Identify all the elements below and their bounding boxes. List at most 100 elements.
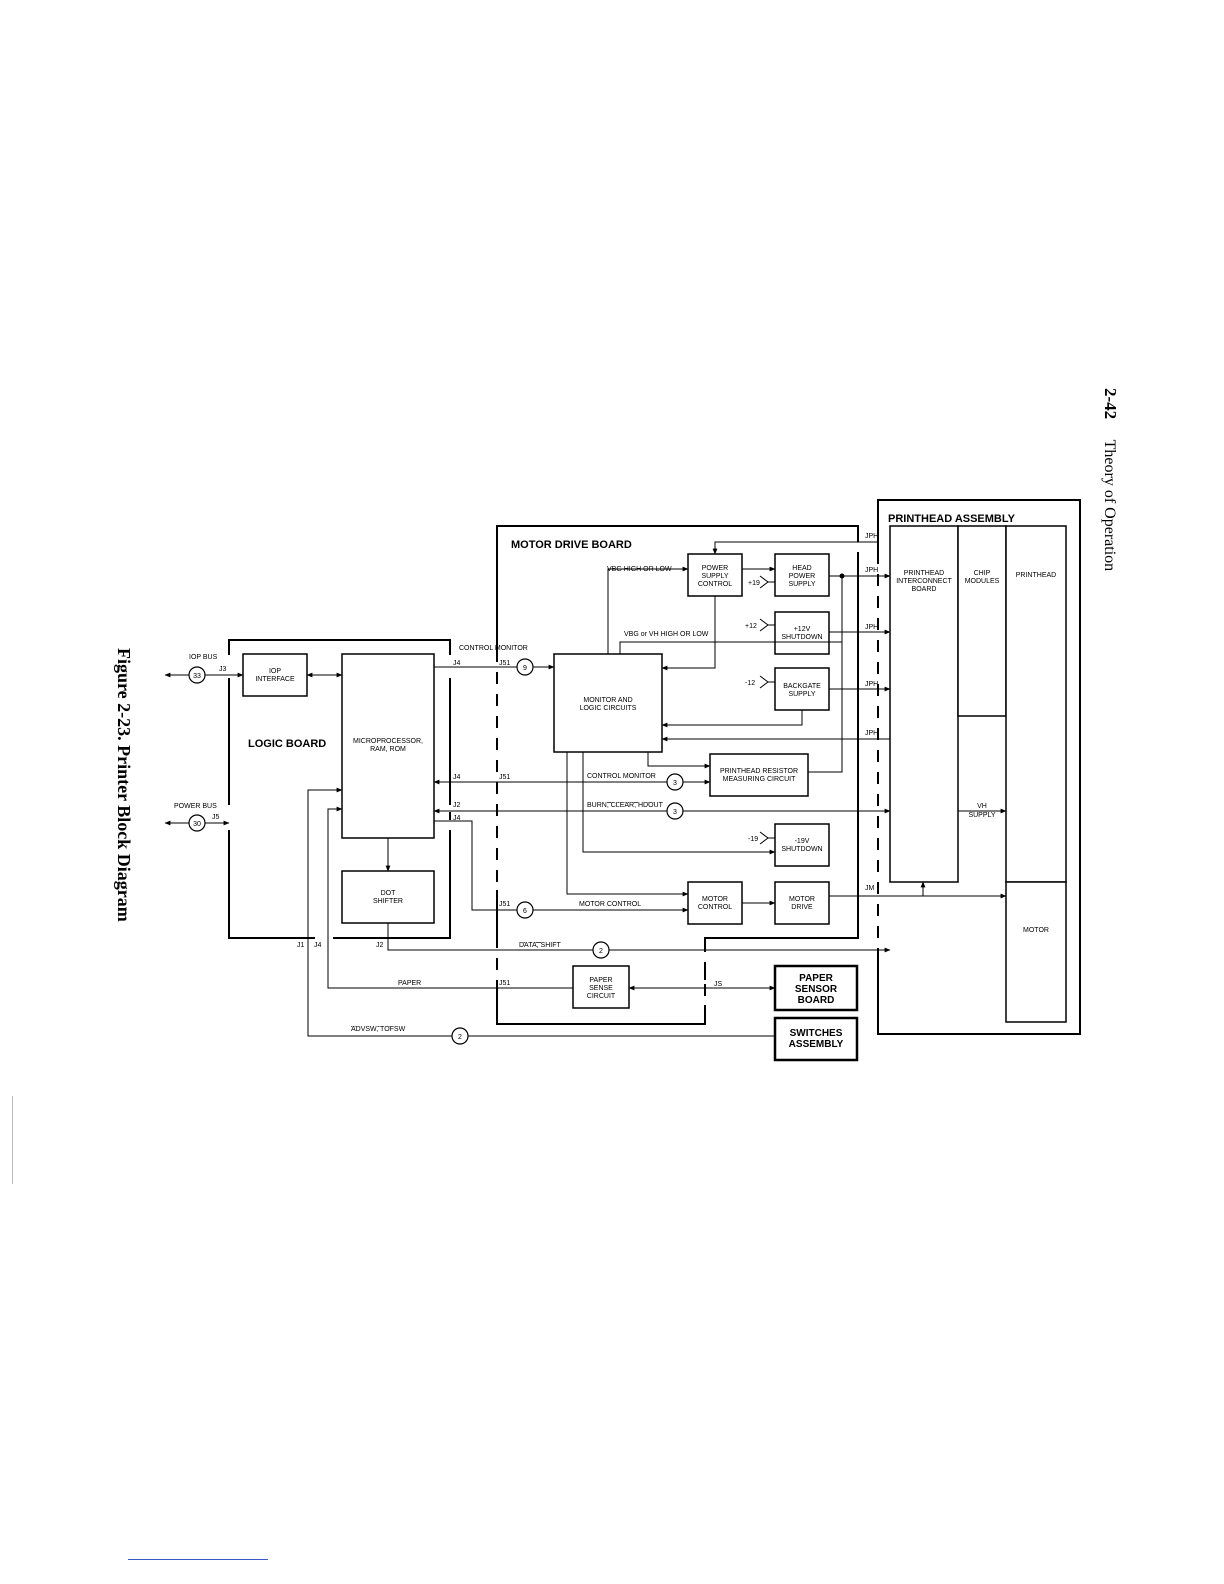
resistor-bus-count: 3	[673, 780, 677, 787]
regulator-symbols	[759, 575, 769, 845]
motor-drive-block	[774, 881, 830, 925]
vbg-vh-high-low-label: VBG or VH HIGH OR LOW	[624, 631, 709, 638]
switches-assembly-block	[773, 1016, 859, 1062]
power-bus-label: POWER BUS	[174, 803, 217, 810]
iop-interface-block	[242, 653, 308, 697]
burn-clear-hdout-label: BURN, CLEAR, HDOUT	[587, 802, 664, 809]
printhead-block	[1005, 525, 1067, 883]
control-monitor-count: 9	[523, 665, 527, 672]
burn-bus-count: 3	[673, 809, 677, 816]
printhead-assembly-outline	[877, 499, 1081, 1035]
j51-paper-label: J51	[499, 980, 510, 987]
backgate-supply-block	[774, 667, 830, 711]
j3-label: J3	[219, 666, 227, 673]
j2-mid-label: J2	[453, 802, 461, 809]
switches-bus-count: 2	[458, 1034, 462, 1041]
control-monitor-label: CONTROL MONITOR	[459, 645, 528, 652]
j4-top-label: J4	[453, 660, 461, 667]
signal-lines	[164, 541, 1007, 1037]
motor-label: MOTOR	[1023, 927, 1049, 934]
minus12-label: -12	[745, 680, 755, 687]
js-label: JS	[714, 981, 723, 988]
j51-motor-label: J51	[499, 901, 510, 908]
j1-label: J1	[297, 942, 305, 949]
plus19-label: +19	[748, 580, 760, 587]
j51-top-label: J51	[499, 660, 510, 667]
head-power-supply-block	[774, 553, 830, 597]
junction-dot	[839, 573, 845, 579]
data-shift-label: DATA, SHIFT	[519, 942, 561, 949]
resistor-bus-circle	[666, 773, 684, 791]
power-bus-circle	[188, 814, 206, 832]
motor-drive-board-label: MOTOR DRIVE BOARD	[511, 539, 632, 551]
connector-dashes	[449, 530, 879, 1000]
printhead-resistor-block	[709, 753, 809, 797]
iop-bus-count: 33	[193, 673, 201, 680]
microprocessor-block	[341, 653, 435, 839]
power-bus-count: 30	[193, 821, 201, 828]
chip-modules-block	[957, 525, 1007, 717]
shutdown-19v-block	[774, 823, 830, 867]
jph-5-label: JPH	[865, 730, 878, 737]
bottom-marker-line	[128, 1559, 268, 1560]
power-supply-control-block	[687, 553, 743, 597]
advsw-tofsw-label: ADVSW, TOFSW	[351, 1026, 406, 1033]
monitor-logic-block	[553, 653, 663, 753]
jph-2-label: JPH	[865, 567, 878, 574]
jph-1-label: JPH	[865, 533, 878, 540]
motor-control-signal-label: MOTOR CONTROL	[579, 901, 641, 908]
j5-label: J5	[212, 814, 220, 821]
iop-bus-circle	[188, 666, 206, 684]
plus12-label: +12	[745, 623, 757, 630]
j4-bottom-label: J4	[314, 942, 322, 949]
iop-bus-label: IOP BUS	[189, 654, 218, 661]
microprocessor-label: MICROPROCESSOR,RAM, ROM	[353, 738, 423, 753]
paper-sense-block	[572, 965, 630, 1009]
j4-low-label: J4	[453, 815, 461, 822]
paper-sensor-board-block	[773, 964, 859, 1012]
j4-mid-label: J4	[453, 774, 461, 781]
jph-3-label: JPH	[865, 624, 878, 631]
printhead-label: PRINTHEAD	[1016, 572, 1056, 579]
jph-4-label: JPH	[865, 681, 878, 688]
motor-block	[1005, 881, 1067, 1023]
data-shift-count: 2	[599, 948, 603, 955]
printhead-assembly-label: PRINTHEAD ASSEMBLY	[888, 513, 1016, 525]
shutdown-12v-block	[774, 611, 830, 655]
data-shift-circle	[592, 941, 610, 959]
paper-signal-label: PAPER	[398, 980, 421, 987]
jm-label: JM	[865, 885, 875, 892]
j51-mid-label: J51	[499, 774, 510, 781]
control-monitor-circle	[516, 658, 534, 676]
dot-shifter-block	[341, 870, 435, 924]
minus19-label: -19	[748, 836, 758, 843]
switches-bus-circle	[451, 1027, 469, 1045]
scan-edge-mark	[12, 1096, 13, 1184]
control-monitor-2-label: CONTROL MONITOR	[587, 773, 656, 780]
burn-bus-circle	[666, 802, 684, 820]
motor-control-block	[687, 881, 743, 925]
motor-bus-count: 6	[523, 908, 527, 915]
vbg-high-low-label: VBG HIGH OR LOW	[607, 566, 672, 573]
j2-bottom-label: J2	[376, 942, 384, 949]
motor-bus-circle	[516, 901, 534, 919]
